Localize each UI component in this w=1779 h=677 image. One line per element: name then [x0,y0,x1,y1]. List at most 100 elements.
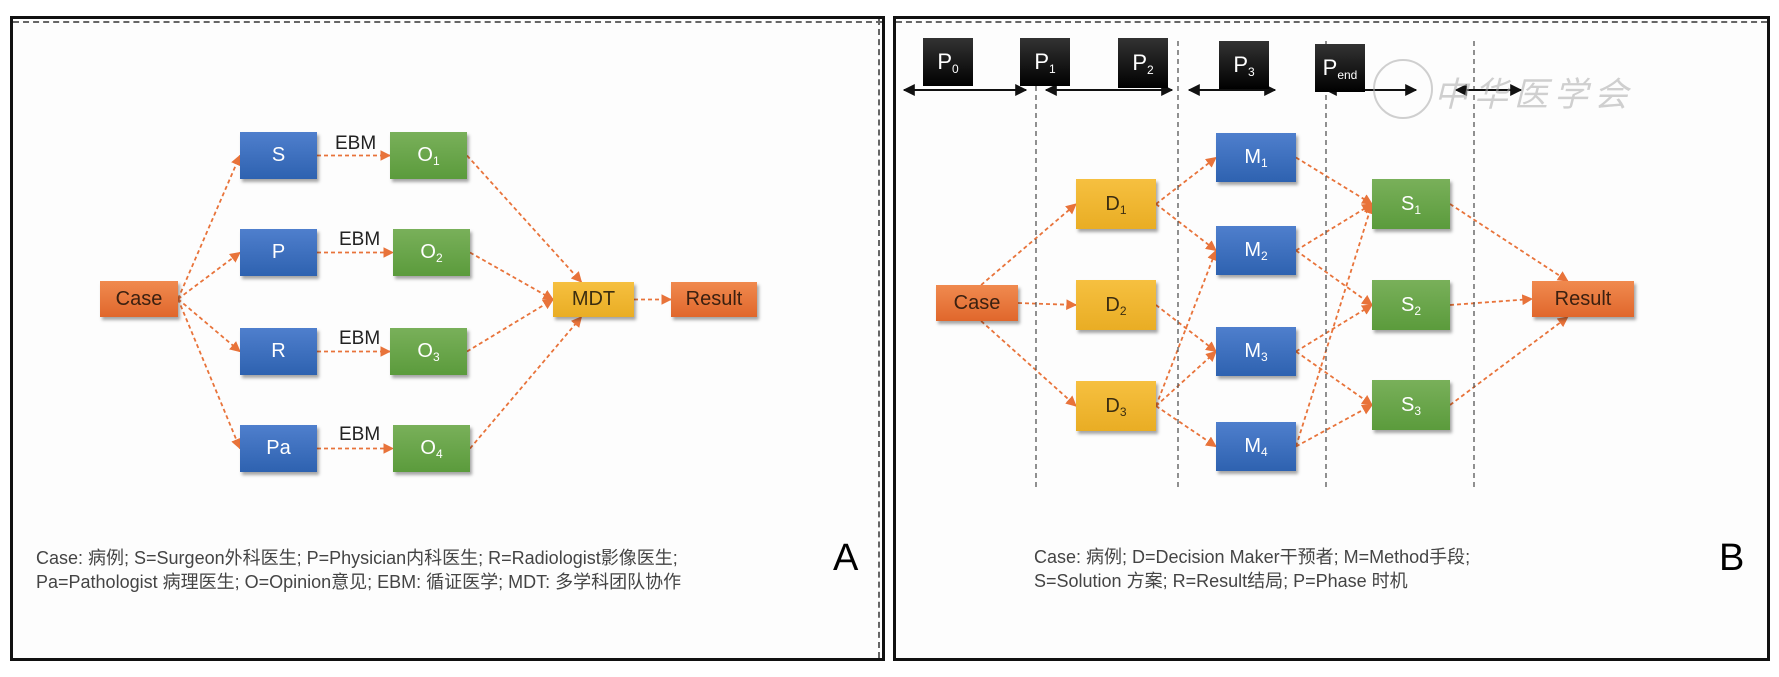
edge-D1-M1 [1155,156,1217,205]
edge-case-S [177,154,242,300]
edge-M4-S3 [1295,404,1373,448]
node-opinion-4-label: O4 [420,437,443,461]
node-result-label: Result [685,288,743,310]
caption-line: Case: 病例; D=Decision Maker干预者; M=Method手… [1034,547,1471,567]
node-physician: P [240,229,317,276]
ebm-label-1: EBM [335,133,377,154]
node-method-1-label: M1 [1244,146,1268,170]
node-decision-1-label: D1 [1105,192,1127,217]
edge-M2-S1 [1295,203,1373,252]
node-radiologist-label: R [271,340,286,362]
node-opinion-3-label: O3 [417,340,440,364]
phase-p1: P1 [1020,38,1070,86]
panel-b-caption: Case: 病例; D=Decision Maker干预者; M=Method手… [1034,545,1470,593]
node-method-3-label: M3 [1244,340,1268,364]
phase-p0: P0 [923,38,973,86]
node-decision-2: D2 [1076,280,1156,330]
node-physician-label: P [271,241,286,263]
edge-case-D3 [980,320,1077,407]
edge-M2-S2 [1295,249,1373,306]
edge-case-D2 [1017,299,1078,311]
panel-label-b: B [1719,537,1745,579]
edge-S1-result [1449,203,1569,282]
node-mdt: MDT [553,282,634,317]
node-method-1: M1 [1216,133,1296,182]
phase-p3-label: P3 [1233,52,1255,79]
panel-a-mdt-model: Case S P R Pa EBM EBM EBM EBM O1 O2 O3 O… [10,16,885,661]
node-surgeon: S [240,132,317,179]
node-solution-2-label: S2 [1400,293,1422,318]
node-method-3: M3 [1216,327,1296,376]
node-decision-2-label: D2 [1105,293,1127,318]
phase-p1-label: P1 [1034,49,1056,76]
node-solution-1-label: S1 [1400,192,1422,217]
edge-case-D1 [980,203,1077,286]
edge-case-Pa [177,298,242,450]
ebm-label-3: EBM [339,328,381,349]
panel-a-connectors [177,150,673,454]
edge-case-R [177,298,241,353]
node-case-label: Case [953,291,1001,314]
node-solution-1: S1 [1372,179,1450,229]
node-pathologist-label: Pa [266,437,291,459]
node-case: Case [100,281,178,317]
edge-O2-MDT [469,251,554,301]
ebm-label-4: EBM [339,424,381,445]
node-opinion-2: O2 [393,229,470,276]
panel-a-caption: Case: 病例; S=Surgeon外科医生; P=Physician内科医生… [36,546,681,594]
node-mdt-label: MDT [571,288,616,310]
node-method-4: M4 [1216,422,1296,471]
node-decision-3-label: D3 [1105,394,1127,419]
node-solution-3-label: S3 [1400,393,1422,418]
node-opinion-2-label: O2 [420,241,443,265]
ebm-label-2: EBM [339,229,381,250]
node-method-2-label: M2 [1244,239,1268,263]
watermark-text: 中华医学会 [1434,75,1634,115]
caption-line: S=Solution 方案; R=Result结局; P=Phase 时机 [1034,571,1408,591]
node-case-label: Case [115,287,163,310]
node-decision-1: D1 [1076,179,1156,229]
caption-line: Case: 病例; S=Surgeon外科医生; P=Physician内科医生… [36,548,678,568]
edge-M1-S1 [1295,156,1373,205]
phase-p3: P3 [1219,41,1269,89]
edge-O3-MDT [466,298,554,353]
node-opinion-3: O3 [390,328,467,375]
node-opinion-1: O1 [390,132,467,179]
node-result: Result [671,282,757,317]
edge-O4-MDT [469,316,583,450]
edge-D1-M2 [1155,203,1217,252]
node-result: Result [1532,281,1634,317]
edge-M4-S1 [1295,202,1375,447]
node-radiologist: R [240,328,317,375]
node-case: Case [936,285,1018,321]
node-surgeon-label: S [271,144,286,166]
node-method-4-label: M4 [1244,435,1268,459]
edge-M3-S2 [1295,304,1373,353]
node-result-label: Result [1554,287,1612,310]
node-solution-2: S2 [1372,280,1450,330]
phase-pend-label: Pend [1322,55,1358,82]
panel-b-connectors [902,41,1569,489]
node-opinion-1-label: O1 [417,144,440,168]
phase-p2: P2 [1118,38,1168,88]
node-solution-3: S3 [1372,380,1450,430]
phase-pend: Pend [1315,44,1365,92]
phase-p2-label: P2 [1132,50,1154,77]
node-opinion-4: O4 [393,425,470,472]
caption-line: Pa=Pathologist 病理医生; O=Opinion意见; EBM: 循… [36,572,682,592]
watermark-seal-icon [1373,59,1433,119]
panel-b-decision-model: P0 P1 P2 P3 Pend 中华医学会 Case D1 D2 D3 M1 … [893,16,1770,661]
edge-S2-result [1449,294,1534,306]
node-method-2: M2 [1216,226,1296,275]
edge-M3-S3 [1295,350,1373,406]
panel-label-a: A [833,537,859,579]
edge-D2-M3 [1155,304,1217,353]
edge-D3-M4 [1155,405,1217,448]
edge-D3-M3 [1155,350,1217,407]
phase-p0-label: P0 [937,49,959,76]
edge-S3-result [1449,316,1569,406]
node-decision-3: D3 [1076,381,1156,431]
edge-case-P [177,251,241,300]
edge-O1-MDT [466,154,583,283]
node-pathologist: Pa [240,425,317,472]
